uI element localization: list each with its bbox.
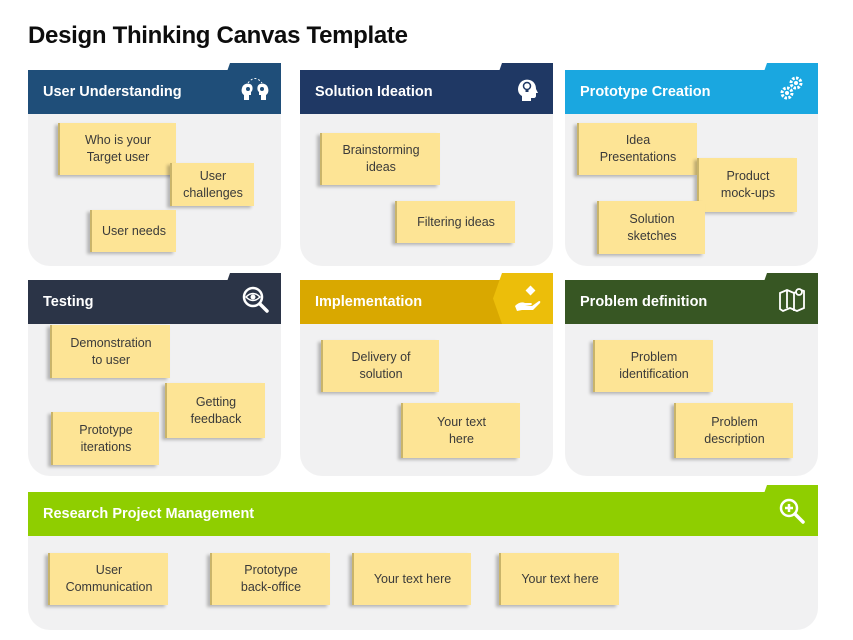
sticky-note[interactable]: Product mock-ups <box>697 158 797 212</box>
section-icon-badge <box>221 63 281 114</box>
sticky-note[interactable]: User challenges <box>170 163 254 206</box>
section-title: User Understanding <box>43 84 182 100</box>
section-user-understanding: User Understanding Who is your Target us… <box>28 63 281 266</box>
two-heads-gears-icon <box>241 77 269 100</box>
section-icon-badge <box>221 273 281 324</box>
section-title: Prototype Creation <box>580 84 711 100</box>
section-icon-badge <box>493 63 553 114</box>
sticky-note[interactable]: Who is your Target user <box>58 123 176 175</box>
section-title: Research Project Management <box>43 506 255 522</box>
map-pin-icon <box>779 287 805 312</box>
sticky-note[interactable]: Your text here <box>499 553 619 605</box>
sticky-note[interactable]: User Communication <box>48 553 168 605</box>
section-research-project-management: Research Project Management User Communi… <box>28 485 818 630</box>
hand-box-icon <box>515 285 541 311</box>
section-implementation: Implementation Delivery of solution Your… <box>300 273 553 476</box>
section-problem-definition: Problem definition Problem identificatio… <box>565 273 818 476</box>
sticky-note[interactable]: Brainstorming ideas <box>320 133 440 185</box>
section-icon-badge <box>758 485 818 536</box>
sticky-note[interactable]: Prototype back-office <box>210 553 330 605</box>
section-title: Implementation <box>315 294 423 310</box>
section-prototype-creation: Prototype Creation Idea Presentations Pr… <box>565 63 818 266</box>
sticky-note[interactable]: Problem identification <box>593 340 713 392</box>
sticky-note[interactable]: Prototype iterations <box>51 412 159 465</box>
section-testing: Testing Demonstration to user Getting fe… <box>28 273 281 476</box>
section-icon-badge <box>758 273 818 324</box>
section-title: Problem definition <box>580 294 708 310</box>
sticky-note[interactable]: Getting feedback <box>165 383 265 438</box>
section-header: Research Project Management <box>28 492 818 536</box>
sticky-note[interactable]: Idea Presentations <box>577 123 697 175</box>
sticky-note[interactable]: User needs <box>90 210 176 252</box>
head-lightbulb-icon <box>518 79 538 101</box>
section-title: Solution Ideation <box>315 84 433 100</box>
zoom-in-icon <box>779 498 805 524</box>
eye-magnifier-icon <box>242 286 269 313</box>
section-icon-badge <box>758 63 818 114</box>
page-title: Design Thinking Canvas Template <box>28 22 408 49</box>
sticky-note[interactable]: Your text here <box>352 553 471 605</box>
sticky-note[interactable]: Demonstration to user <box>50 325 170 378</box>
sticky-note[interactable]: Your text here <box>401 403 520 458</box>
sticky-note[interactable]: Delivery of solution <box>321 340 439 392</box>
gears-icon <box>780 76 803 99</box>
sticky-note[interactable]: Filtering ideas <box>395 201 515 243</box>
sticky-note[interactable]: Solution sketches <box>597 201 705 254</box>
sticky-note[interactable]: Problem description <box>674 403 793 458</box>
section-icon-badge <box>493 273 553 324</box>
section-title: Testing <box>43 294 94 310</box>
section-solution-ideation: Solution Ideation Brainstorming ideas Fi… <box>300 63 553 266</box>
